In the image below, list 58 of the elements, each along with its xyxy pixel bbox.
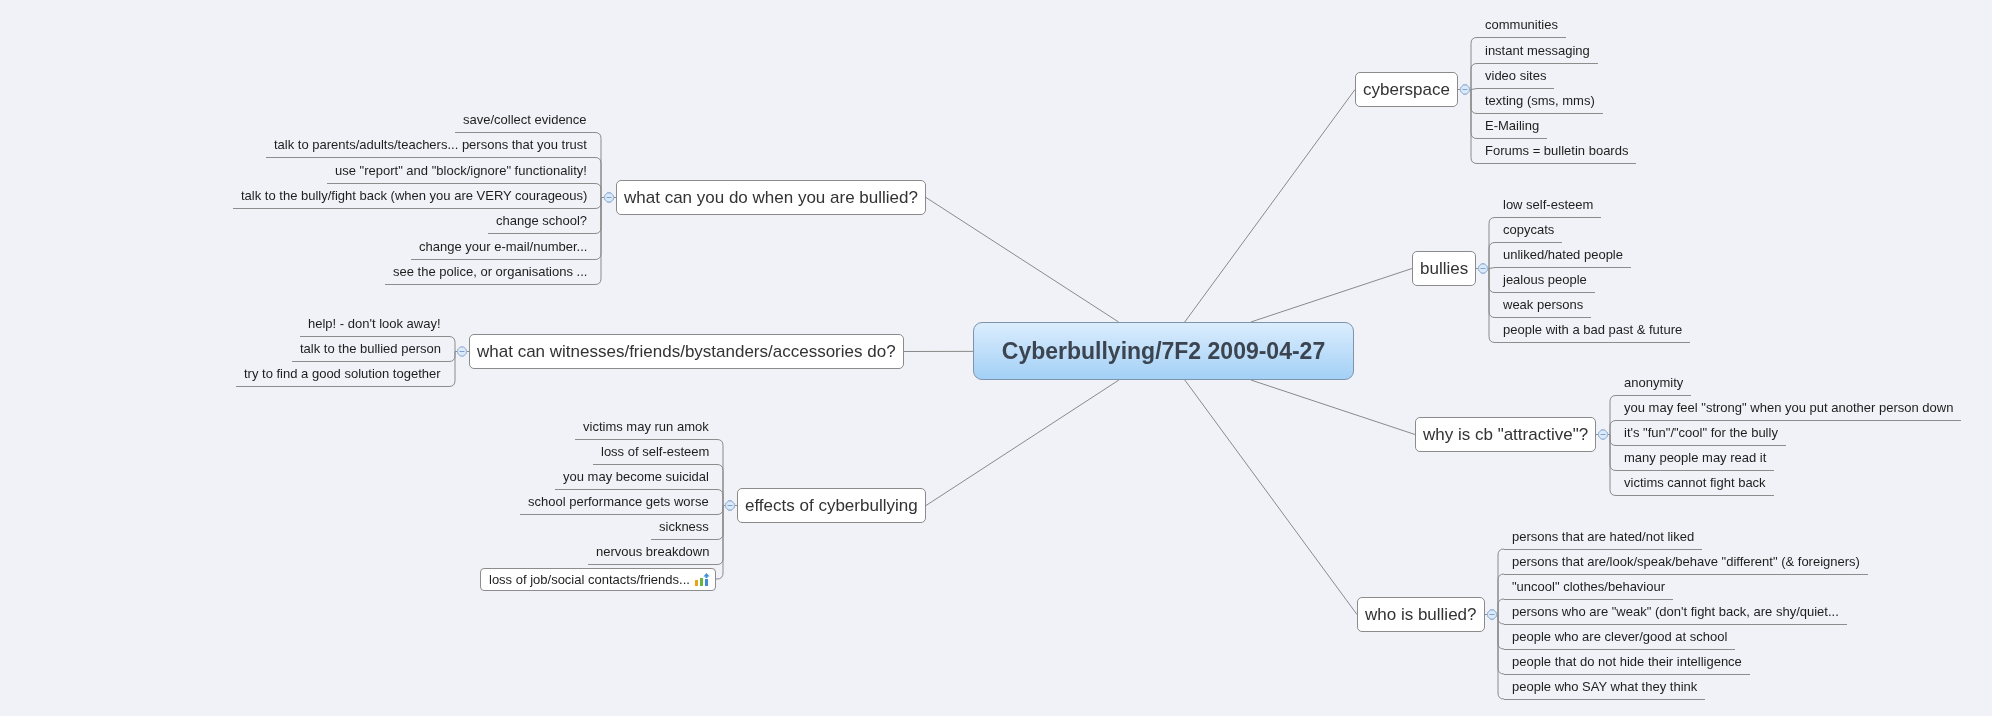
connector-line — [925, 197, 1120, 323]
subtopic-label: "uncool" clothes/behaviour — [1504, 576, 1674, 600]
subtopic-label: instant messaging — [1477, 41, 1598, 64]
subtopic-label: E-Mailing — [1477, 116, 1548, 139]
subtopic-label: help! - don't look away! — [300, 314, 449, 337]
subtopic-label: talk to parents/adults/teachers... persons that you trust — [266, 135, 595, 158]
topic-box: bullies — [1412, 251, 1477, 286]
subtopic-label: people who are clever/good at school — [1504, 626, 1736, 650]
subtopic-label: try to find a good solution together — [236, 364, 449, 387]
subtopic-label: loss of self-esteem — [593, 442, 718, 465]
subtopic-label: people with a bad past & future — [1495, 320, 1691, 343]
connector-line — [925, 379, 1120, 506]
subtopic-label: it's "fun"/"cool" for the bully — [1616, 423, 1786, 446]
connector-line — [903, 350, 974, 352]
subtopic-label: use "report" and "block/ignore" functionality! — [327, 161, 595, 184]
subtopic-label: video sites — [1477, 66, 1555, 89]
subtopic-label: persons that are hated/not liked — [1504, 526, 1703, 550]
subtopic-label: you may feel "strong" when you put another person down — [1616, 398, 1962, 421]
subtopic-label: persons who are "weak" (don't fight back, are shy/quiet... — [1504, 601, 1847, 625]
subtopic-label: victims cannot fight back — [1616, 473, 1774, 496]
subtopic-text: loss of job/social contacts/friends... — [489, 570, 690, 589]
subtopic-label: school performance gets worse — [520, 492, 717, 515]
subtopic-label: victims may run amok — [575, 417, 717, 440]
subtopic-label: texting (sms, mms) — [1477, 91, 1603, 114]
subtopic-label: people who SAY what they think — [1504, 676, 1706, 700]
connector-line — [1250, 268, 1413, 323]
subtopic-label: unliked/hated people — [1495, 245, 1631, 268]
connector-line — [1184, 89, 1356, 323]
subtopic-box — [480, 567, 716, 591]
subtopic-label: you may become suicidal — [555, 467, 717, 490]
subtopic-label: many people may read it — [1616, 448, 1775, 471]
subtopic-label: change your e-mail/number... — [411, 237, 596, 260]
branch-connector — [448, 346, 470, 387]
subtopic-label: anonymity — [1616, 373, 1692, 396]
subtopic-label: people that do not hide their intelligence — [1504, 651, 1750, 675]
connector-line — [1250, 379, 1416, 435]
topic-box: what can you do when you are bullied? — [616, 180, 926, 215]
central-topic-box: Cyberbullying/7F2 2009-04-27 — [973, 322, 1354, 380]
topic-box: cyberspace — [1355, 72, 1458, 107]
subtopic-label: communities — [1477, 15, 1566, 38]
subtopic-label: talk to the bully/fight back (when you are VERY courageous) — [233, 186, 596, 209]
topic-box: what can witnesses/friends/bystanders/accessories do? — [469, 334, 904, 369]
subtopic-label: see the police, or organisations ... — [385, 262, 596, 285]
subtopic-label: talk to the bullied person — [292, 339, 449, 362]
subtopic-label: save/collect evidence — [455, 110, 595, 133]
subtopic-label: change school? — [488, 211, 596, 234]
subtopic-label: low self-esteem — [1495, 195, 1602, 218]
subtopic-label: jealous people — [1495, 270, 1595, 293]
topic-box: why is cb "attractive"? — [1415, 417, 1597, 452]
topic-box: effects of cyberbullying — [737, 488, 926, 523]
subtopic-label: nervous breakdown — [588, 542, 718, 565]
subtopic-label: persons that are/look/speak/behave "different" (& foreigners) — [1504, 551, 1868, 575]
subtopic-label: Forums = bulletin boards — [1477, 141, 1637, 164]
subtopic-label: weak persons — [1495, 295, 1592, 318]
subtopic-label: copycats — [1495, 220, 1563, 243]
topic-box: who is bullied? — [1357, 597, 1485, 632]
connector-line — [1184, 379, 1358, 615]
subtopic-label: sickness — [651, 517, 717, 540]
